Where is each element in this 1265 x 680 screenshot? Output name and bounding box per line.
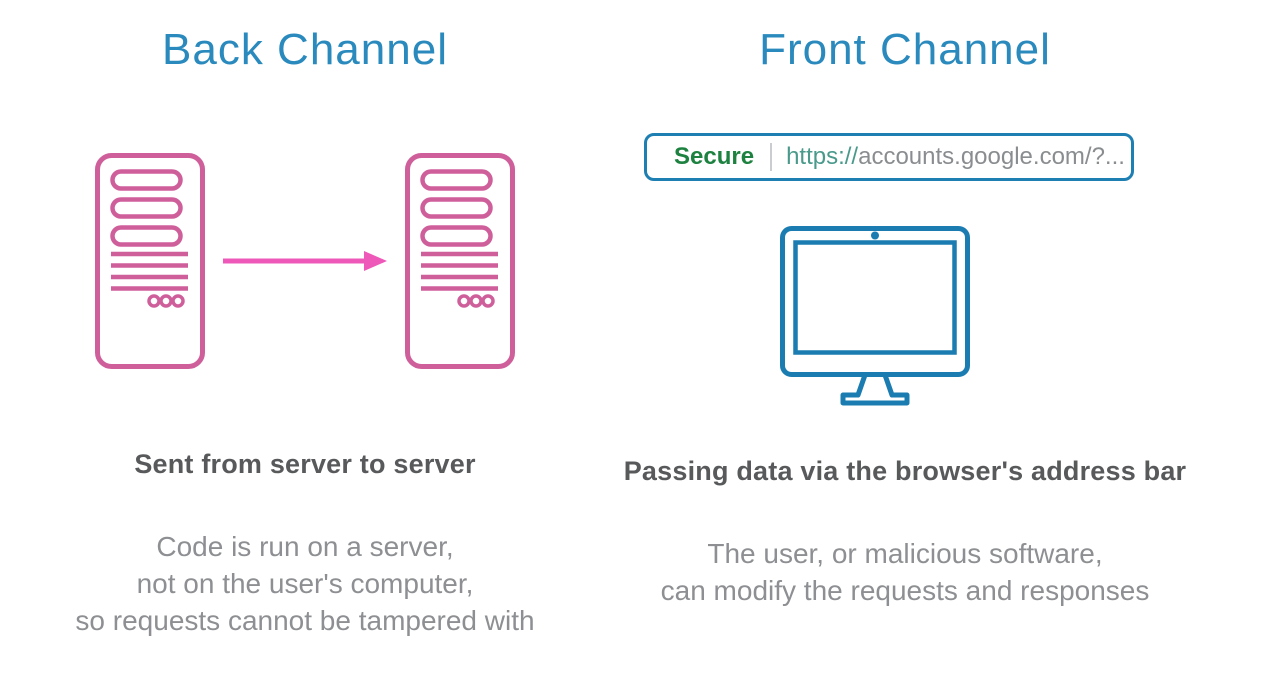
description-line: Code is run on a server,: [156, 531, 454, 562]
front-channel-caption: Passing data via the browser's address b…: [623, 456, 1187, 486]
url-remainder: accounts.google.com/?...: [858, 143, 1125, 170]
back-channel-description: Code is run on a server, not on the user…: [75, 528, 534, 639]
description-line: can modify the requests and responses: [660, 575, 1150, 606]
desktop-monitor-icon: [780, 226, 970, 406]
secure-label: Secure: [674, 143, 755, 170]
server-to-server-graphic: [95, 153, 515, 369]
front-channel-panel: Front Channel Secure https://accounts.go…: [615, 0, 1195, 609]
browser-address-bar: Secure https://accounts.google.com/?...: [644, 133, 1134, 181]
description-line: The user, or malicious software,: [707, 538, 1103, 569]
url-scheme: https://: [786, 143, 859, 170]
description-line: so requests cannot be tampered with: [75, 605, 535, 636]
server-tower-icon: [95, 153, 205, 369]
front-channel-description: The user, or malicious software, can mod…: [661, 535, 1150, 609]
address-bar-divider: [770, 143, 773, 171]
server-tower-icon: [405, 153, 515, 369]
back-channel-caption: Sent from server to server: [134, 449, 476, 479]
back-channel-title: Back Channel: [162, 25, 448, 74]
front-channel-title: Front Channel: [759, 25, 1051, 74]
back-channel-panel: Back Channel: [30, 0, 580, 639]
browser-computer-graphic: [780, 226, 970, 411]
arrow-right-icon: [223, 251, 387, 271]
url-text: https://accounts.google.com/?...: [786, 143, 1125, 171]
description-line: not on the user's computer,: [136, 568, 474, 599]
